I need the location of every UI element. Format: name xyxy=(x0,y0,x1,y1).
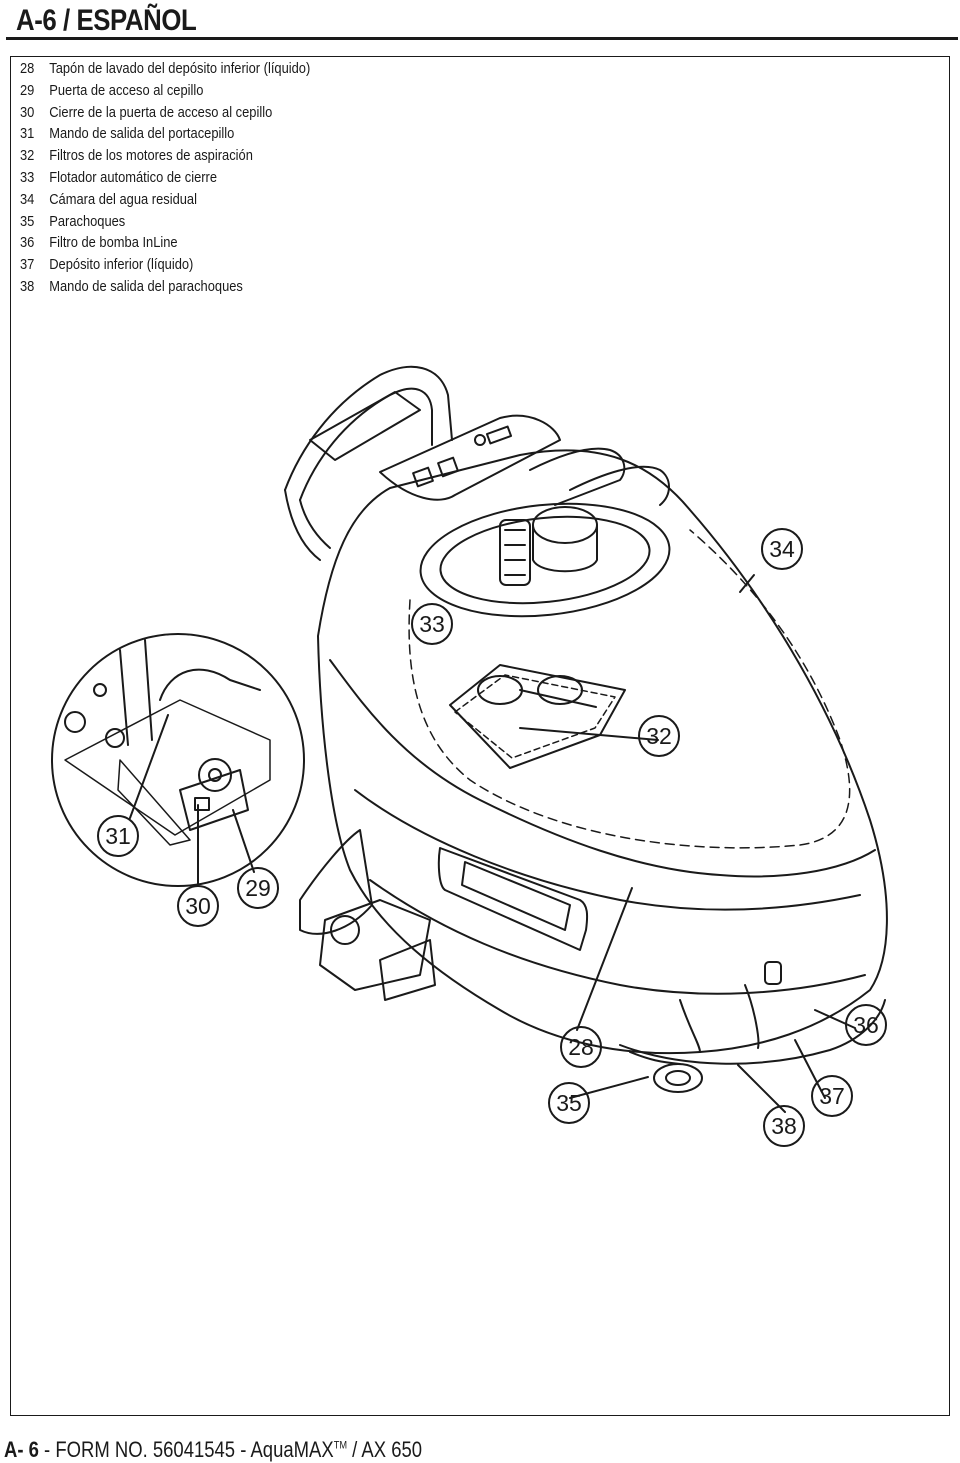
list-item: 33 Flotador automático de cierre xyxy=(20,169,310,191)
part-label: Cámara del agua residual xyxy=(49,190,197,208)
list-item: 35 Parachoques xyxy=(20,213,310,235)
part-number: 37 xyxy=(20,256,35,274)
part-number: 32 xyxy=(20,147,35,165)
header-rule xyxy=(6,37,958,40)
part-number: 36 xyxy=(20,234,35,252)
page-header: A-6 / ESPAÑOL xyxy=(6,4,958,40)
callout-34: 34 xyxy=(769,536,795,562)
part-label: Filtros de los motores de aspiración xyxy=(49,147,253,165)
part-label: Depósito inferior (líquido) xyxy=(49,256,194,274)
part-number: 35 xyxy=(20,212,35,230)
list-item: 37 Depósito inferior (líquido) xyxy=(20,256,310,278)
list-item: 29 Puerta de acceso al cepillo xyxy=(20,82,310,104)
vacuum-filters xyxy=(449,664,626,769)
callout-36: 36 xyxy=(853,1012,879,1038)
list-item: 36 Filtro de bomba InLine xyxy=(20,234,310,256)
callout-30: 30 xyxy=(185,893,211,919)
callout-labels: 34 33 32 31 30 29 28 35 36 37 38 xyxy=(105,536,879,1139)
part-number: 34 xyxy=(20,190,35,208)
handle xyxy=(284,365,453,561)
list-item: 28 Tapón de lavado del depósito inferior … xyxy=(20,60,310,82)
part-number: 33 xyxy=(20,168,35,186)
list-item: 38 Mando de salida del parachoques xyxy=(20,278,310,300)
list-item: 31 Mando de salida del portacepillo xyxy=(20,125,310,147)
footer-trademark: TM xyxy=(333,1439,348,1452)
footer-form-number: - FORM NO. 56041545 - AquaMAX xyxy=(38,1437,334,1462)
recovery-tank xyxy=(419,447,671,618)
callout-31: 31 xyxy=(105,823,131,849)
list-item: 34 Cámara del agua residual xyxy=(20,191,310,213)
part-label: Cierre de la puerta de acceso al cepillo xyxy=(49,103,273,121)
part-number: 29 xyxy=(20,81,35,99)
machine-body xyxy=(317,449,888,1065)
list-item: 32 Filtros de los motores de aspiración xyxy=(20,147,310,169)
callout-33: 33 xyxy=(419,611,445,637)
page-title: A-6 / ESPAÑOL xyxy=(16,4,197,37)
part-label: Filtro de bomba InLine xyxy=(49,234,178,252)
control-panel xyxy=(379,414,561,501)
callout-35: 35 xyxy=(556,1090,582,1116)
part-number: 30 xyxy=(20,103,35,121)
list-item: 30 Cierre de la puerta de acceso al cepil… xyxy=(20,104,310,126)
part-label: Mando de salida del portacepillo xyxy=(49,125,235,143)
part-label: Parachoques xyxy=(49,212,126,230)
part-number: 28 xyxy=(20,60,35,77)
parts-list: 28 Tapón de lavado del depósito inferior … xyxy=(20,60,358,300)
footer-page-number: A- 6 xyxy=(4,1437,39,1462)
callout-38: 38 xyxy=(771,1113,797,1139)
callout-29: 29 xyxy=(245,875,271,901)
content-frame xyxy=(10,56,950,1416)
brush-deck xyxy=(299,829,782,1093)
callout-circles xyxy=(97,528,887,1147)
page-footer: A- 6 - FORM NO. 56041545 - AquaMAXTM / A… xyxy=(4,1437,422,1463)
part-number: 38 xyxy=(20,277,35,295)
part-label: Tapón de lavado del depósito inferior (l… xyxy=(49,60,311,77)
leader-lines xyxy=(129,574,856,1113)
part-label: Puerta de acceso al cepillo xyxy=(49,81,204,99)
part-label: Flotador automático de cierre xyxy=(49,168,218,186)
part-label: Mando de salida del parachoques xyxy=(49,277,243,295)
part-number: 31 xyxy=(20,125,35,143)
callout-28: 28 xyxy=(568,1034,594,1060)
callout-32: 32 xyxy=(646,723,672,749)
footer-model: / AX 650 xyxy=(347,1437,423,1462)
detail-inset xyxy=(51,633,305,887)
callout-37: 37 xyxy=(819,1083,845,1109)
